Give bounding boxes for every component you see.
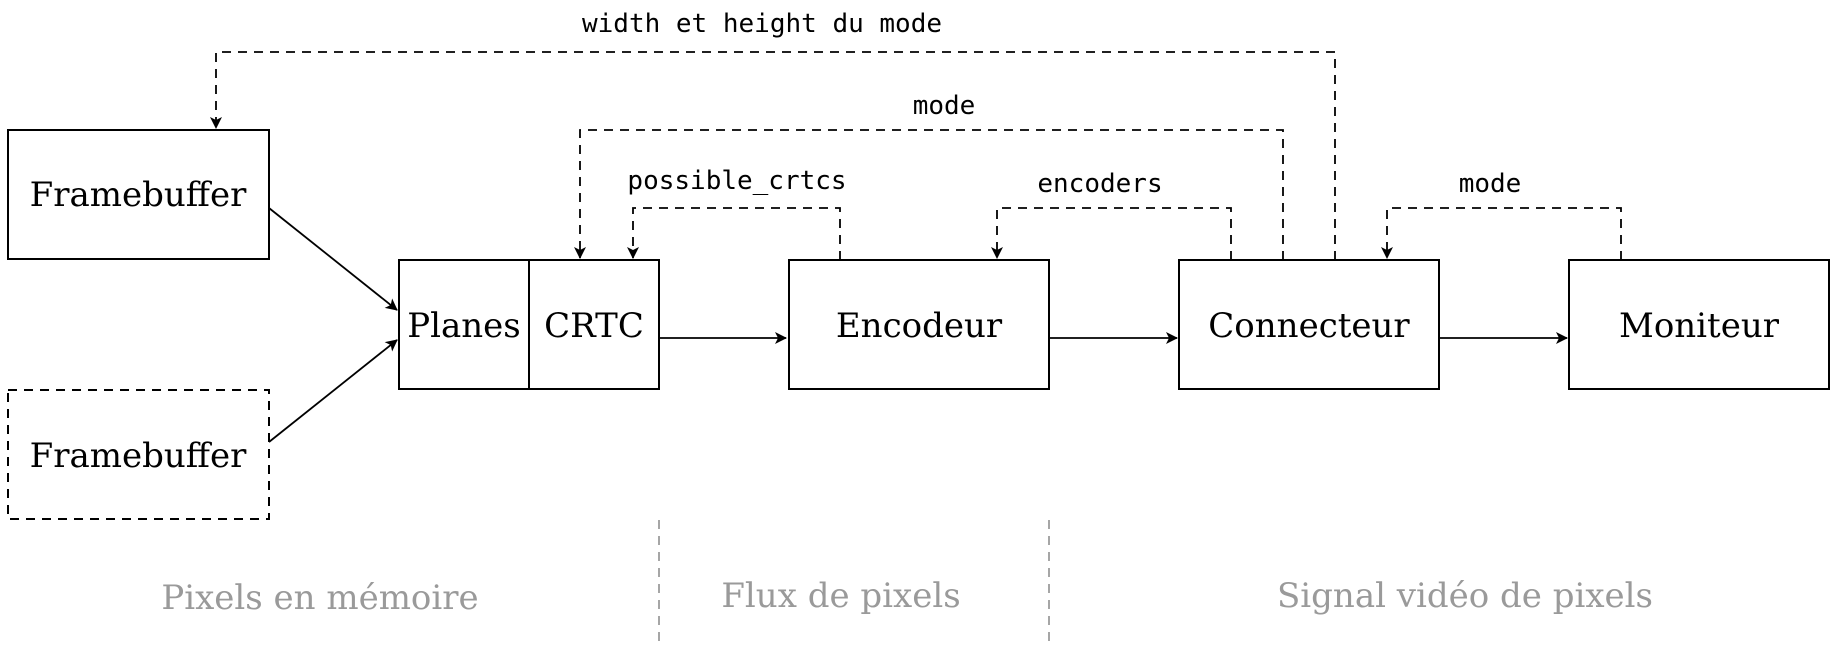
label-mode-to-crtc: mode	[913, 91, 976, 121]
link-possible-crtcs	[627, 207, 841, 260]
framebuffer-label-2: Framebuffer	[30, 436, 247, 476]
link-encoders	[991, 207, 1232, 260]
framebuffer-box-2	[7, 389, 270, 520]
encoder-box	[788, 259, 1050, 390]
region-label-memory: Pixels en mémoire	[161, 578, 478, 618]
connector-label: Connecteur	[1208, 306, 1410, 346]
crtc-label: CRTC	[544, 306, 644, 346]
label-width-height-mode: width et height du mode	[582, 9, 942, 39]
link-framebuffer-2-to-planes	[268, 339, 398, 443]
planes-label: Planes	[407, 306, 521, 346]
region-label-signal: Signal vidéo de pixels	[1277, 576, 1653, 616]
link-mode-to-connector	[1381, 207, 1622, 260]
framebuffer-label-1: Framebuffer	[30, 175, 247, 215]
connector-box	[1178, 259, 1440, 390]
framebuffer-box-1	[7, 129, 270, 260]
label-possible-crtcs: possible_crtcs	[627, 166, 846, 196]
region-label-flow: Flux de pixels	[721, 576, 960, 616]
monitor-label: Moniteur	[1619, 306, 1780, 346]
link-width-height-mode	[210, 51, 1336, 260]
monitor-box	[1568, 259, 1830, 390]
link-framebuffer-1-to-planes	[268, 207, 398, 311]
encoder-label: Encodeur	[836, 306, 1003, 346]
label-encoders: encoders	[1037, 169, 1162, 199]
label-mode-to-connector: mode	[1459, 169, 1522, 199]
link-mode-to-crtc	[574, 129, 1284, 260]
